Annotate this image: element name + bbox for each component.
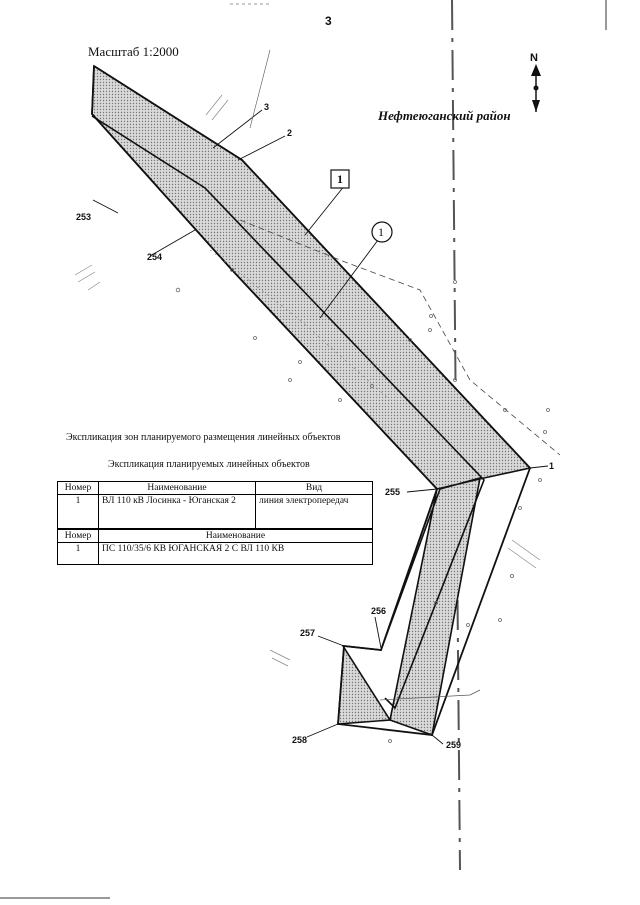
zones-explication-title: Экспликация зон планируемого размещения … [66, 432, 341, 443]
north-arrow-center [533, 85, 539, 91]
header-name: Наименование [98, 481, 256, 495]
power-line-axis [91, 115, 485, 710]
leader-255 [406, 488, 438, 493]
objects-explication-title: Экспликация планируемых линейных объекто… [108, 459, 310, 470]
point-label-3: 3 [264, 102, 270, 112]
objects-table-header: Номер Наименование Вид [57, 481, 373, 495]
zone-header-name: Наименование [98, 529, 373, 543]
district-label: Нефтеюганский район [378, 108, 511, 123]
circle-callout-label: 1 [378, 225, 384, 239]
north-arrow-tail [532, 100, 540, 112]
row-type: линия электропередач [255, 494, 373, 529]
zones-table-header: Номер Наименование [57, 529, 373, 543]
zones-table: Номер Наименование 1 ПС 110/35/6 КВ ЮГАН… [57, 529, 373, 565]
page-number: 3 [325, 14, 332, 28]
point-label-1: 1 [549, 461, 555, 471]
leader-2 [237, 135, 286, 161]
point-label-259: 259 [446, 740, 462, 750]
cadastral-line-3 [379, 689, 481, 701]
point-label-254: 254 [147, 252, 163, 262]
leader-256 [374, 616, 382, 649]
leader-253 [92, 199, 119, 214]
top-leader [249, 49, 271, 129]
table-row: 1 ПС 110/35/6 КВ ЮГАНСКАЯ 2 С ВЛ 110 КВ [57, 542, 373, 565]
north-label: N [530, 52, 538, 64]
leader-257 [317, 635, 345, 647]
survey-points [175, 268, 550, 743]
row-number: 1 [57, 494, 99, 529]
point-label-257: 257 [300, 628, 316, 638]
zone-row-name: ПС 110/35/6 КВ ЮГАНСКАЯ 2 С ВЛ 110 КВ [98, 542, 373, 565]
point-label-258: 258 [292, 735, 308, 745]
leader-259 [431, 734, 444, 745]
zone-row-number: 1 [57, 542, 99, 565]
point-label-255: 255 [385, 487, 401, 497]
point-label-253: 253 [76, 212, 92, 222]
leader-3 [212, 109, 263, 149]
cadastral-line-2 [209, 249, 391, 401]
objects-table: Номер Наименование Вид 1 ВЛ 110 кВ Лосин… [57, 481, 373, 529]
leader-254 [149, 229, 196, 257]
zone-header-number: Номер [57, 529, 99, 543]
leader-square [304, 184, 346, 236]
square-callout [330, 169, 350, 189]
row-name: ВЛ 110 кВ Лосинка - Юганская 2 [98, 494, 256, 529]
circle-callout [371, 221, 393, 243]
leader-1 [529, 465, 549, 469]
point-label-2: 2 [287, 128, 293, 138]
scale-label: Масштаб 1:2000 [88, 44, 179, 59]
header-type: Вид [255, 481, 373, 495]
cadastral-line-1 [239, 219, 561, 456]
table-row: 1 ВЛ 110 кВ Лосинка - Юганская 2 линия э… [57, 494, 373, 529]
square-callout-label: 1 [337, 172, 343, 186]
leader-circle [319, 239, 379, 319]
north-arrow-head [531, 64, 541, 76]
header-number: Номер [57, 481, 99, 495]
frame-line-right [451, 0, 461, 871]
point-label-256: 256 [371, 606, 387, 616]
leader-258 [306, 723, 339, 738]
map-annotations [74, 94, 541, 667]
